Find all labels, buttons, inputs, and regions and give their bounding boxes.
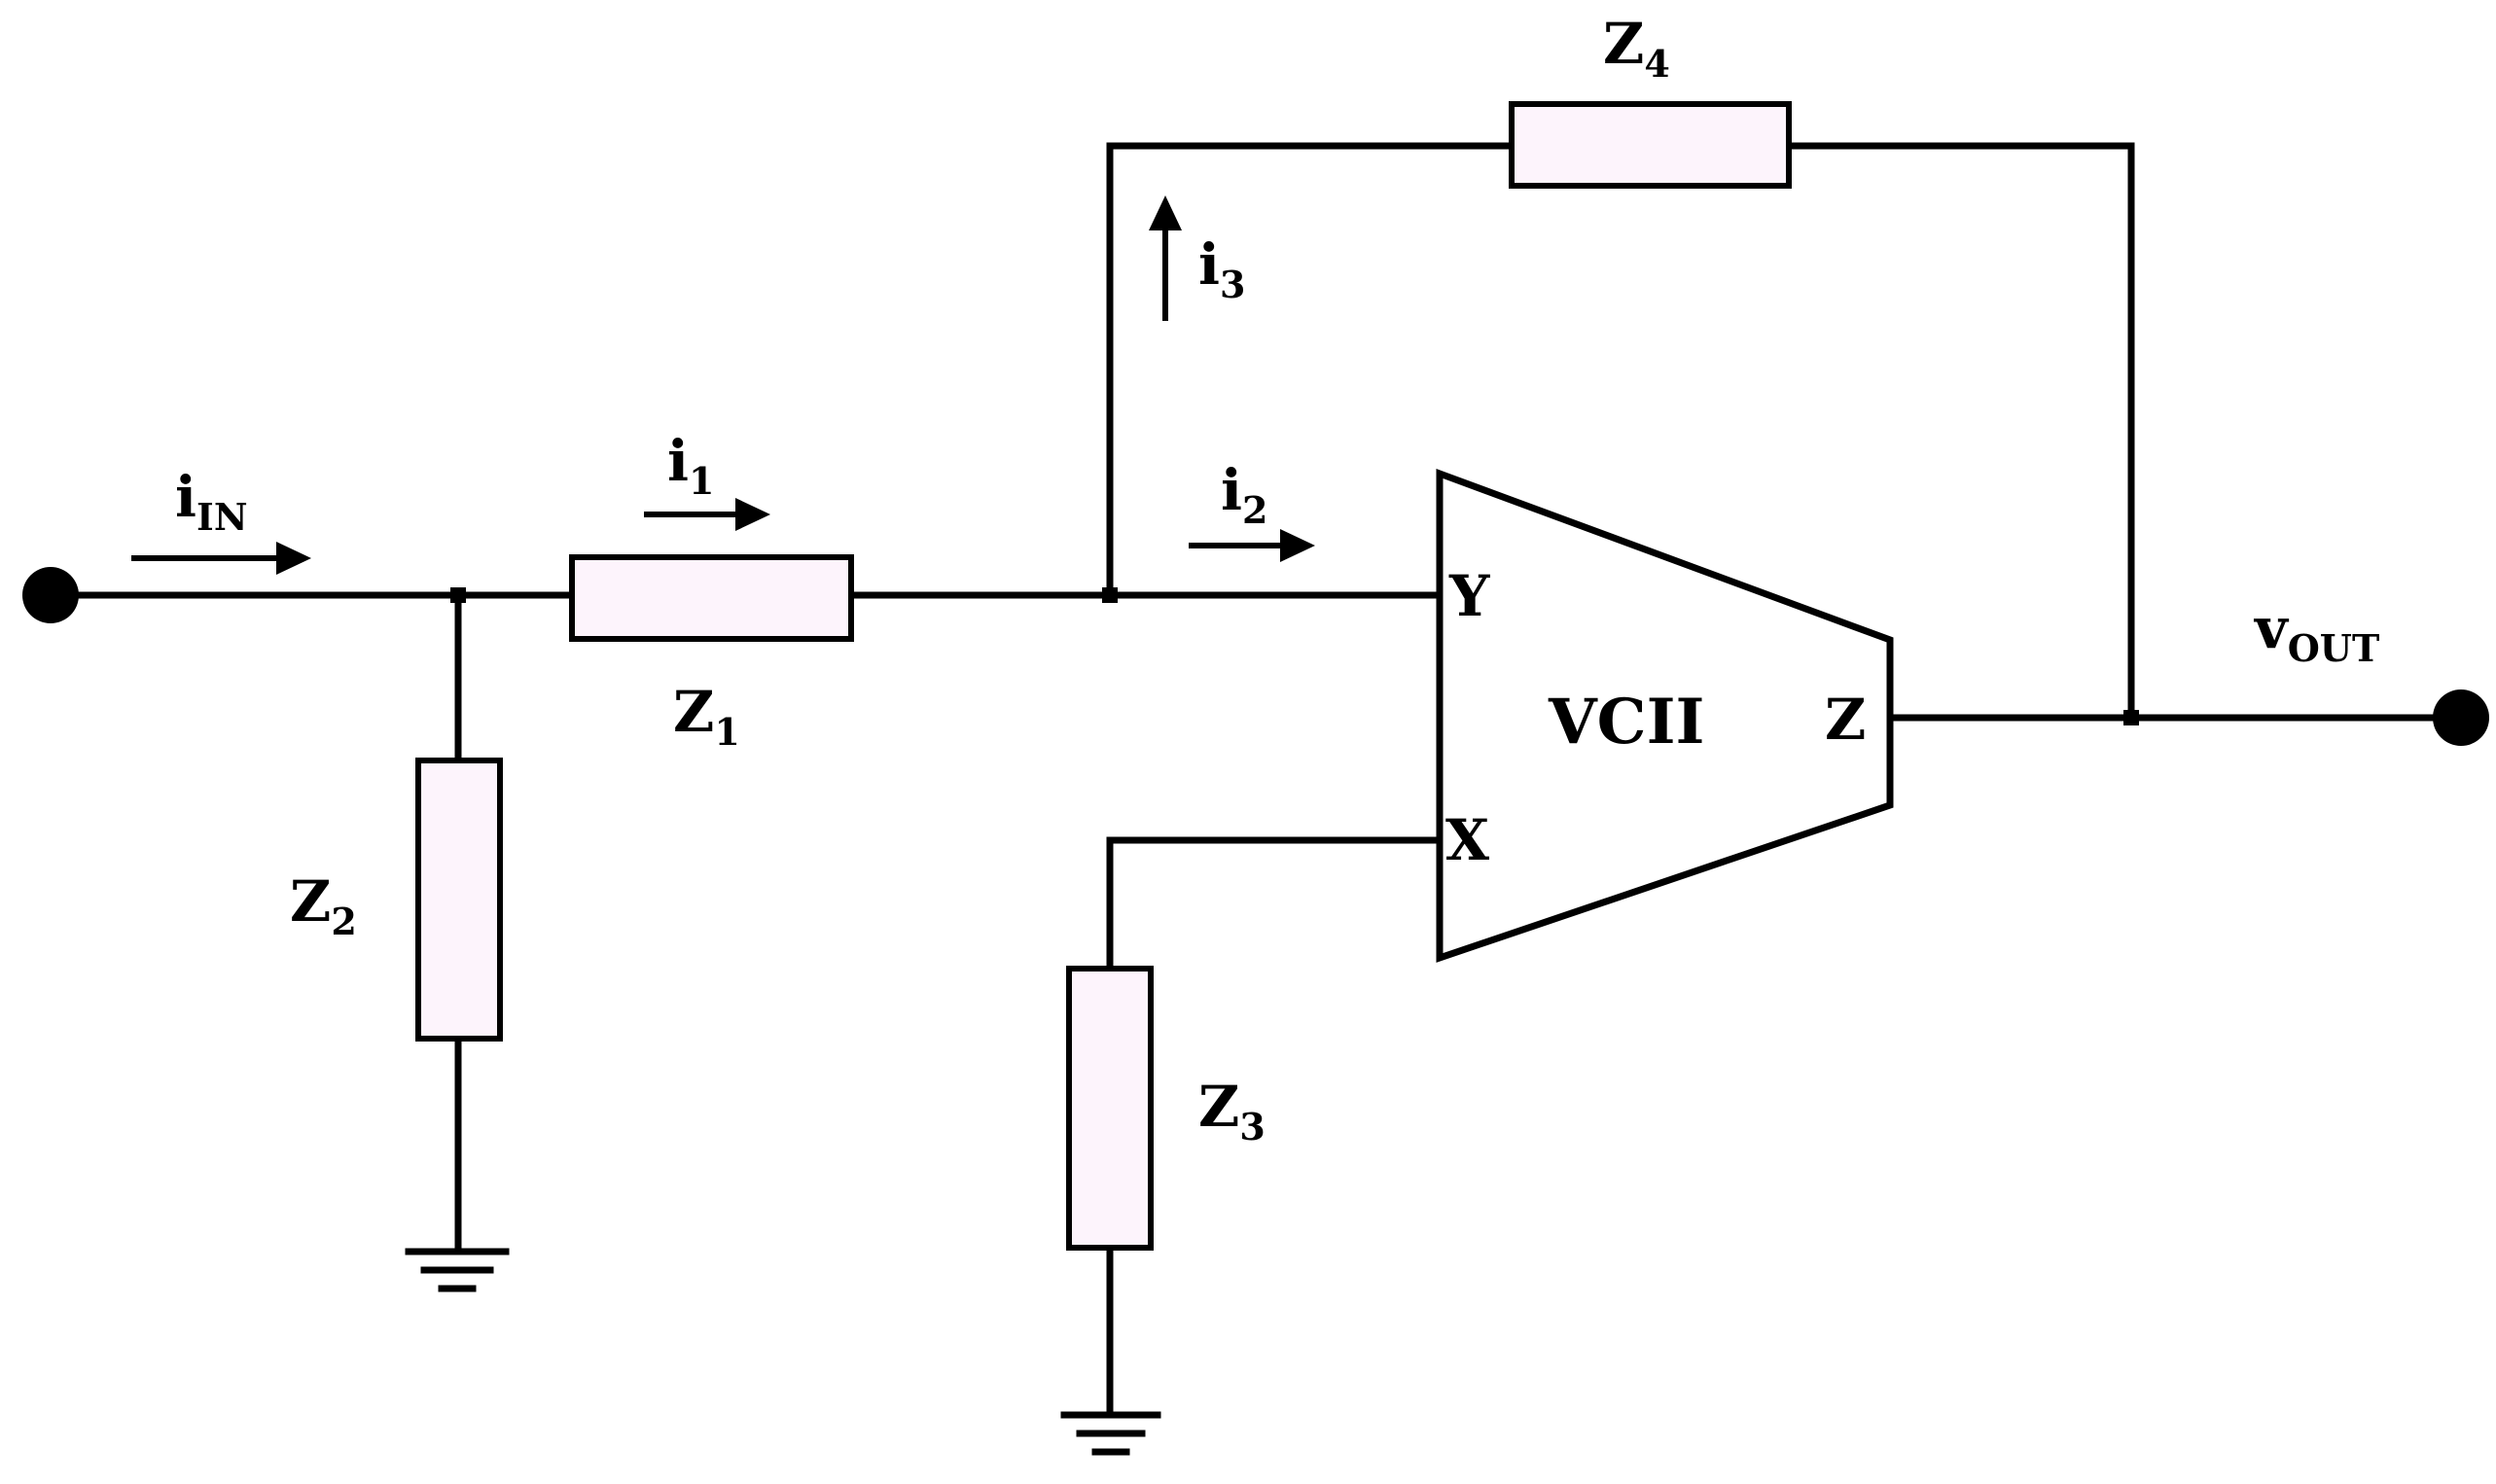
- junction-node-y: [1102, 587, 1118, 603]
- ground-z2: [405, 1248, 510, 1292]
- vcii-block: [1436, 468, 1894, 963]
- junction-node-z2: [450, 587, 466, 603]
- ground-z3: [1060, 1411, 1161, 1456]
- wire-x-to-z3: [1106, 836, 1444, 972]
- label-z-4: Z4: [1603, 11, 1670, 86]
- arrow-i-1: [644, 498, 770, 531]
- input-terminal: [22, 567, 79, 623]
- impedance-z3: [1066, 966, 1154, 1251]
- pin-label-z: Z: [1825, 687, 1866, 753]
- label-v-out: vOUT: [2253, 595, 2379, 670]
- block-label-vcii: VCII: [1548, 686, 1704, 759]
- impedance-z1: [569, 554, 854, 642]
- label-i-3: i3: [1198, 231, 1246, 306]
- arrow-i-in: [131, 542, 311, 575]
- pin-label-x: X: [1445, 807, 1489, 873]
- wires: [47, 142, 2465, 1419]
- arrow-i-2: [1189, 529, 1315, 562]
- wire-feedback-right: [1785, 142, 2135, 722]
- pin-label-y: Y: [1448, 563, 1490, 629]
- label-z-1: Z1: [673, 679, 740, 754]
- junction-node-out: [2123, 710, 2139, 725]
- wire-feedback-left: [1106, 142, 1515, 599]
- impedance-z2: [415, 758, 503, 1042]
- label-i-2: i2: [1221, 457, 1268, 532]
- label-i-in: iIN: [175, 464, 248, 539]
- output-terminal: [2433, 689, 2489, 746]
- impedance-z4: [1509, 101, 1792, 189]
- arrow-i-3: [1149, 195, 1182, 321]
- label-z-3: Z3: [1198, 1074, 1266, 1148]
- label-z-2: Z2: [290, 868, 357, 943]
- label-i-1: i1: [667, 428, 715, 503]
